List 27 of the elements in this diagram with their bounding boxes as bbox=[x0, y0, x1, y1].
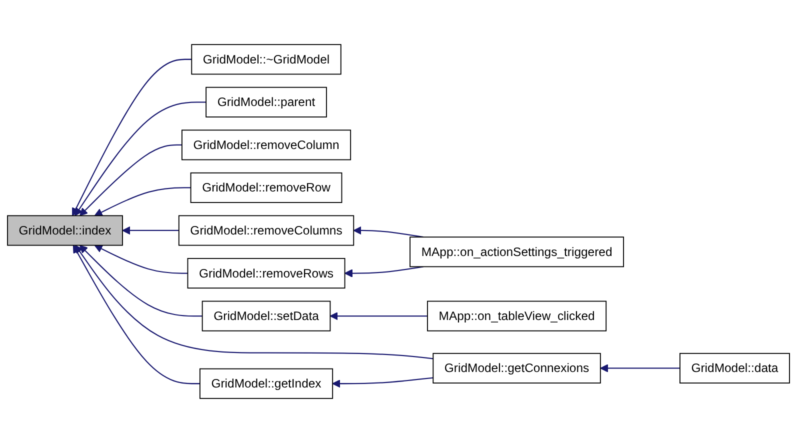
arrow bbox=[94, 187, 191, 216]
node-box: GridModel::getConnexions bbox=[432, 352, 601, 384]
arrow bbox=[353, 226, 424, 238]
arrow bbox=[79, 144, 182, 216]
node-box: MApp::on_actionSettings_triggered bbox=[410, 236, 624, 268]
node-box: GridModel::removeColumn bbox=[181, 130, 352, 160]
node-box: GridModel::removeRows bbox=[187, 258, 346, 289]
node-box: GridModel::removeRow bbox=[190, 172, 342, 203]
arrow bbox=[75, 244, 434, 360]
node-box: GridModel::setData bbox=[202, 300, 331, 332]
arrow bbox=[94, 244, 188, 274]
arrow bbox=[72, 58, 192, 216]
arrow bbox=[330, 312, 428, 320]
node-box: GridModel::data bbox=[679, 352, 790, 384]
node-box: GridModel::parent bbox=[206, 86, 327, 118]
node-box: GridModel::~GridModel bbox=[191, 44, 342, 75]
arrow bbox=[600, 364, 680, 372]
node-box: GridModel::index bbox=[7, 215, 123, 246]
arrow bbox=[332, 377, 434, 388]
node-box: GridModel::removeColumns bbox=[178, 215, 354, 246]
arrow bbox=[72, 244, 200, 384]
node-box: MApp::on_tableView_clicked bbox=[427, 300, 607, 332]
node-box: GridModel::getIndex bbox=[199, 368, 334, 399]
arrow bbox=[74, 102, 206, 216]
arrow bbox=[79, 244, 202, 317]
arrow bbox=[122, 226, 179, 235]
arrow bbox=[344, 266, 424, 278]
